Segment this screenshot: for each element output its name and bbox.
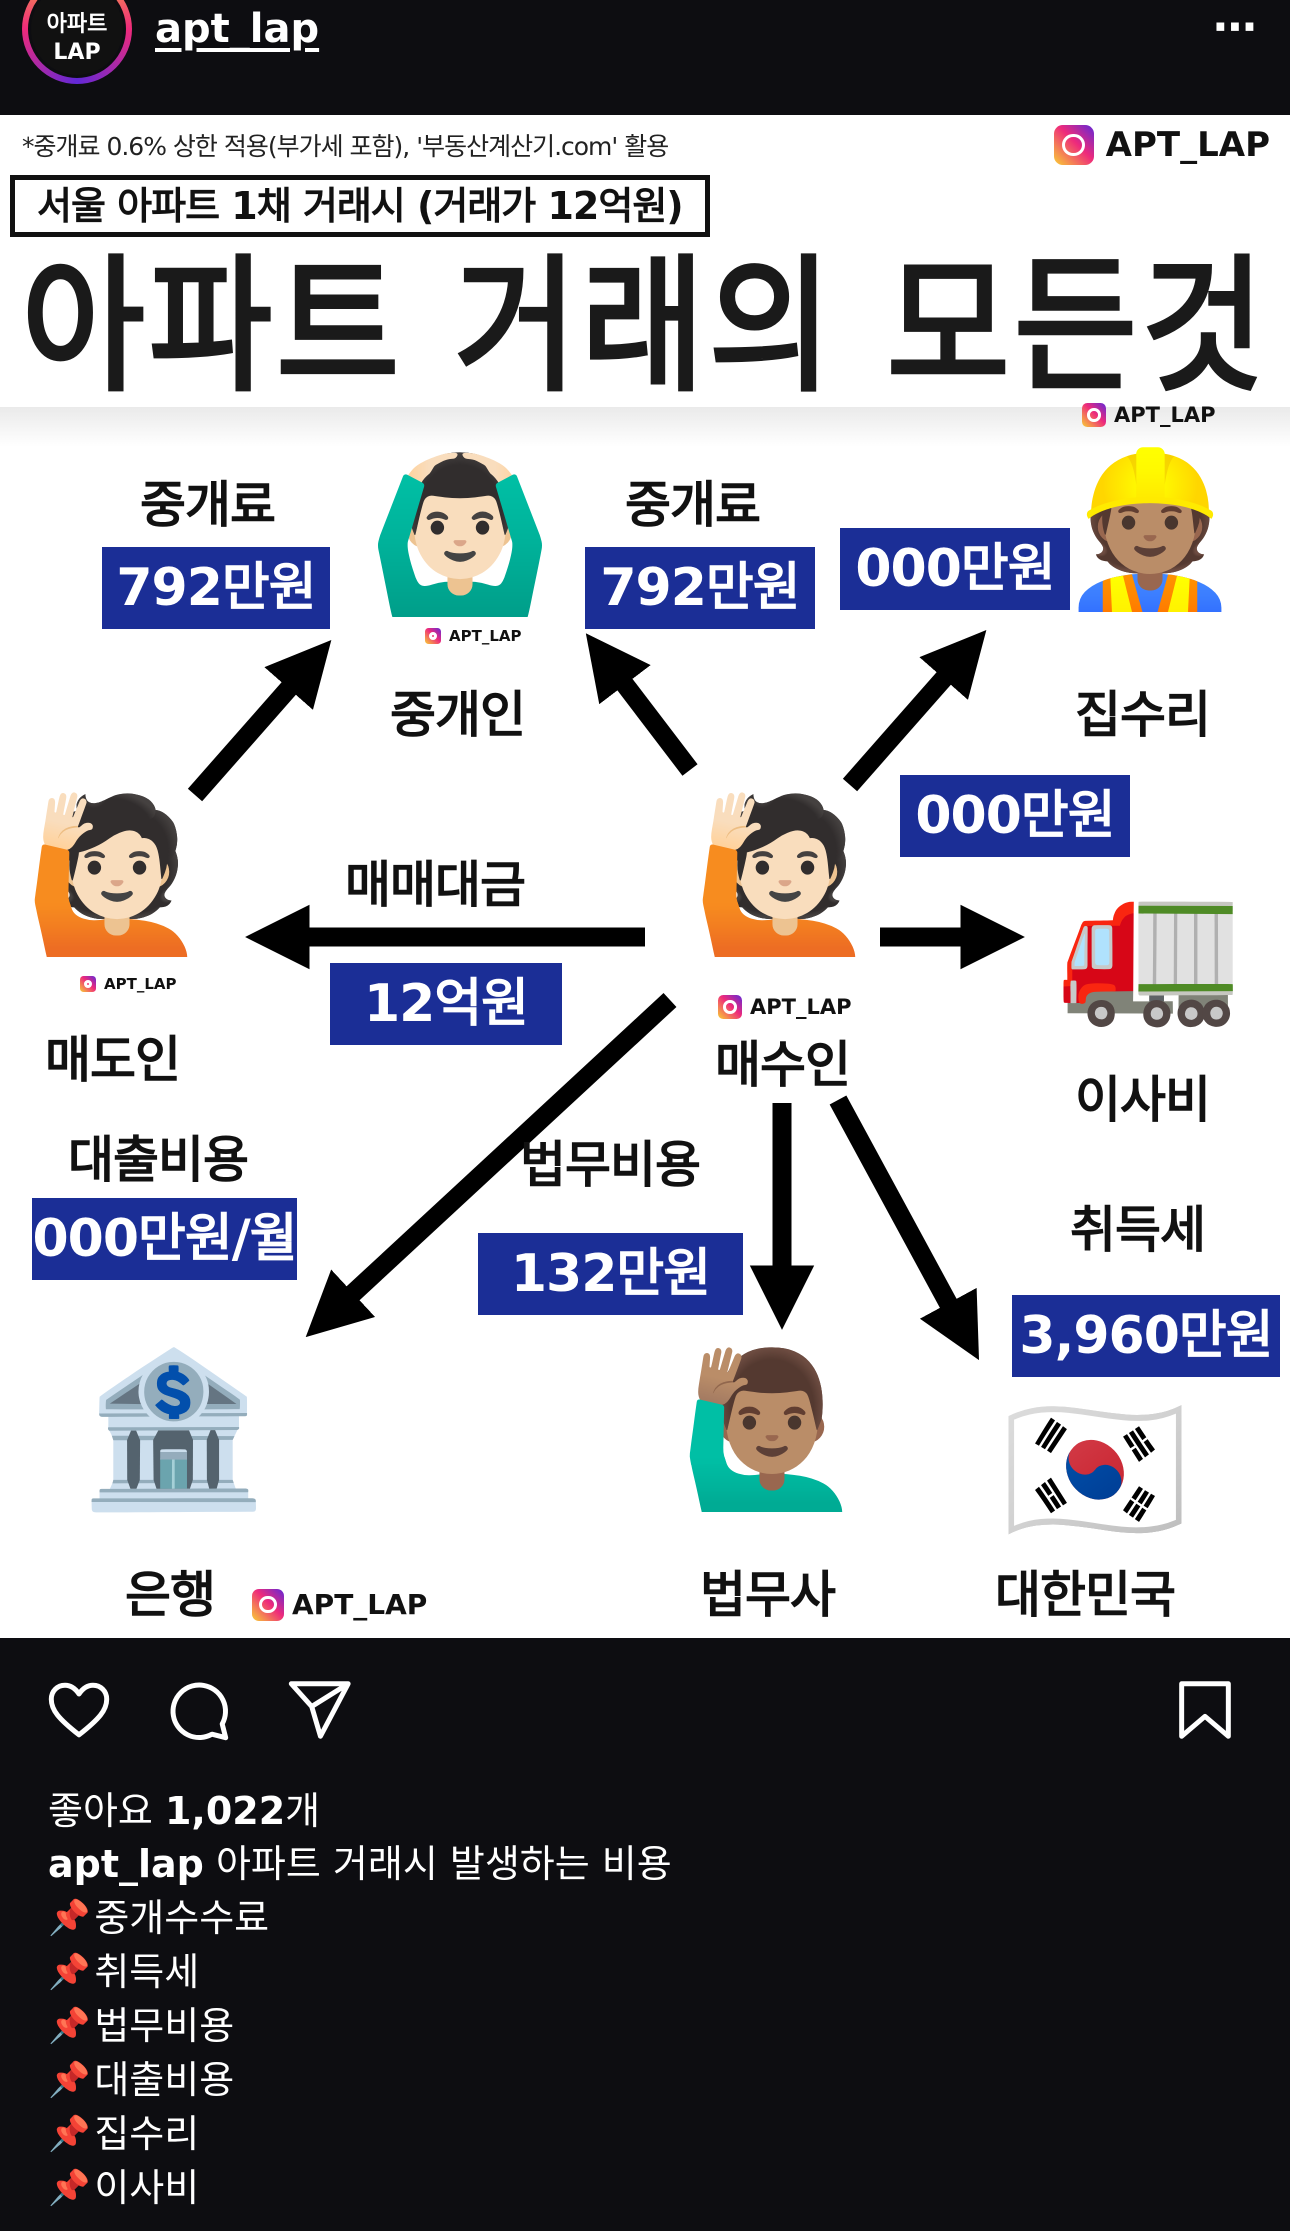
username-link[interactable]: apt_lap [155,6,320,52]
caption-list-item: 📌중개수수료 [48,1891,672,1945]
bank-watermark: APT_LAP [252,1588,427,1621]
avatar-text-line2: LAP [53,40,101,65]
action-bar [0,1675,1290,1755]
legal-emoji: 🙋🏽‍♂️ [678,1343,866,1517]
seller-broker-fee-value: 792만원 [102,547,330,629]
subtitle-box: 서울 아파트 1채 거래시 (거래가 12억원) [10,175,710,237]
buyer-watermark: APT_LAP [718,995,852,1019]
comment-icon[interactable] [163,1675,233,1745]
instagram-icon [718,995,742,1019]
more-options-icon[interactable]: ⋯ [1213,2,1260,53]
likes-prefix: 좋아요 [48,1789,165,1833]
tax-value: 3,960만원 [1012,1295,1280,1377]
seller-emoji: 🙋🏻 [23,788,211,962]
avatar-image: 아파트 LAP [28,0,126,78]
fee-note: *중개료 0.6% 상한 적용(부가세 포함), '부동산계산기.com' 활용 [22,132,669,161]
likes-suffix: 개 [285,1789,321,1833]
bank-label: 은행 [125,1566,216,1624]
seller-label: 매도인 [45,1031,181,1089]
caption-list-item: 📌법무비용 [48,1999,672,2053]
main-title: 아파트 거래의 모든것 [21,241,1269,413]
country-label: 대한민국 [995,1566,1176,1624]
post-image[interactable]: *중개료 0.6% 상한 적용(부가세 포함), '부동산계산기.com' 활용… [0,115,1290,1638]
pushpin-icon: 📌 [48,2114,91,2154]
pushpin-icon: 📌 [48,2060,91,2100]
likes-number: 1,022 [164,1789,286,1833]
caption-list-item: 📌이사비 [48,2161,672,2215]
broker-emoji: 🙆🏻‍♂️ [366,448,554,622]
legal-cost-value: 132만원 [478,1233,743,1315]
buyer-emoji: 🙋🏻 [691,788,879,962]
broker-watermark: APT_LAP [425,627,522,645]
likes-count[interactable]: 좋아요 1,022개 [48,1780,320,1835]
legal-label: 법무사 [700,1566,836,1624]
repair-cost-value: 000만원 [840,528,1070,610]
korea-flag-emoji: 🇰🇷 [1001,1383,1189,1557]
truck-emoji: 🚛 [1056,858,1244,1032]
brand-text: APT_LAP [1105,125,1270,165]
instagram-icon [425,628,441,644]
brand-watermark-top: APT_LAP [1053,125,1270,165]
caption-first-line: apt_lap 아파트 거래시 발생하는 비용 [48,1837,672,1891]
instagram-icon [252,1588,284,1621]
repair-label: 집수리 [1075,686,1211,744]
instagram-icon [80,976,96,992]
send-icon[interactable] [284,1675,354,1745]
heart-icon[interactable] [44,1675,114,1745]
caption-list-item: 📌대출비용 [48,2053,672,2107]
pushpin-icon: 📌 [48,2168,91,2208]
arrow-buyer-to-broker [585,633,698,776]
broker-label: 중개인 [390,686,526,744]
avatar[interactable]: 아파트 LAP [22,0,132,84]
loan-cost-label: 대출비용 [68,1131,249,1189]
seller-watermark: APT_LAP [80,975,177,993]
instagram-icon [1082,403,1106,427]
arrow-buyer-to-repair [842,630,987,792]
pushpin-icon: 📌 [48,1898,91,1938]
legal-cost-label: 법무비용 [520,1136,701,1194]
loan-cost-value: 000만원/월 [32,1198,298,1280]
seller-broker-fee-label: 중개료 [140,476,276,534]
pushpin-icon: 📌 [48,1952,91,1992]
caption-list-item: 📌집수리 [48,2107,672,2161]
arrow-buyer-to-country [829,1095,980,1361]
flow-arrows [187,630,1025,1361]
moving-cost-value: 000만원 [900,775,1130,857]
sale-price-value: 12억원 [330,963,562,1045]
moving-label: 이사비 [1075,1071,1211,1129]
bank-emoji: 🏦 [79,1343,267,1517]
title-shadow [0,407,1290,447]
repair-worker-emoji: 👷🏽 [1056,443,1244,617]
pushpin-icon: 📌 [48,2006,91,2046]
tax-label: 취득세 [1070,1201,1206,1259]
buyer-label: 매수인 [715,1036,851,1094]
sale-price-label: 매매대금 [345,856,526,914]
repair-watermark: APT_LAP [1082,403,1216,427]
arrow-seller-to-broker [187,640,332,802]
caption-text: 아파트 거래시 발생하는 비용 [203,1842,672,1886]
post-caption: apt_lap 아파트 거래시 발생하는 비용 📌중개수수료 📌취득세 📌법무비… [48,1837,672,2215]
arrow-buyer-to-bank [305,993,677,1338]
caption-list-item: 📌취득세 [48,1945,672,1999]
bookmark-icon[interactable] [1170,1675,1240,1745]
avatar-text-line1: 아파트 [46,12,108,37]
caption-username[interactable]: apt_lap [48,1842,204,1886]
buyer-broker-fee-label: 중개료 [625,476,761,534]
post-header: 아파트 LAP apt_lap ⋯ [0,0,1290,112]
instagram-icon [1053,125,1094,165]
buyer-broker-fee-value: 792만원 [585,547,815,629]
